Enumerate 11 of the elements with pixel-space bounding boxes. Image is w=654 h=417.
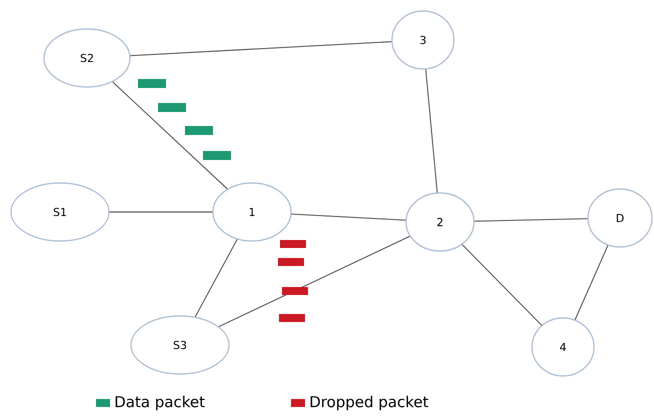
link-line bbox=[112, 81, 228, 190]
link-line bbox=[425, 69, 438, 193]
link-line bbox=[474, 218, 588, 222]
link-line bbox=[291, 214, 406, 221]
link-line bbox=[218, 236, 410, 328]
link-line bbox=[194, 238, 238, 318]
legend-label: Dropped packet bbox=[310, 396, 428, 410]
link-line bbox=[574, 245, 608, 320]
link-line bbox=[130, 41, 392, 56]
legend-label: Data packet bbox=[116, 396, 205, 410]
link-line bbox=[462, 244, 542, 326]
